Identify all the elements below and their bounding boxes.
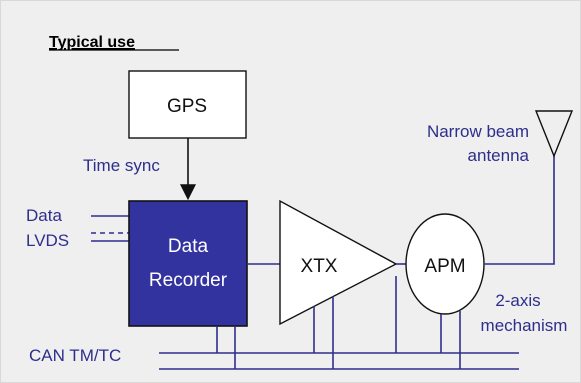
apm-antenna-link	[484, 154, 555, 265]
antenna-label-line1: Narrow beam	[427, 122, 529, 141]
lvds-input-label: LVDS	[26, 231, 69, 250]
data-recorder-block	[128, 200, 248, 327]
antenna-icon	[534, 110, 574, 158]
can-bus-label: CAN TM/TC	[29, 346, 121, 365]
gps-label: GPS	[167, 96, 207, 117]
recorder-label-line2: Recorder	[149, 270, 228, 291]
apm-label: APM	[424, 256, 465, 277]
xtx-label: XTX	[301, 256, 338, 277]
recorder-label-line1: Data	[168, 236, 209, 257]
time-sync-label: Time sync	[83, 156, 160, 175]
mechanism-label-line2: mechanism	[481, 316, 568, 335]
data-input-label: Data	[26, 206, 62, 225]
antenna-label-line2: antenna	[468, 146, 530, 165]
diagram-title: Typical use	[49, 34, 135, 51]
mechanism-label-line1: 2-axis	[495, 291, 540, 310]
xtx-amplifier	[279, 199, 398, 326]
